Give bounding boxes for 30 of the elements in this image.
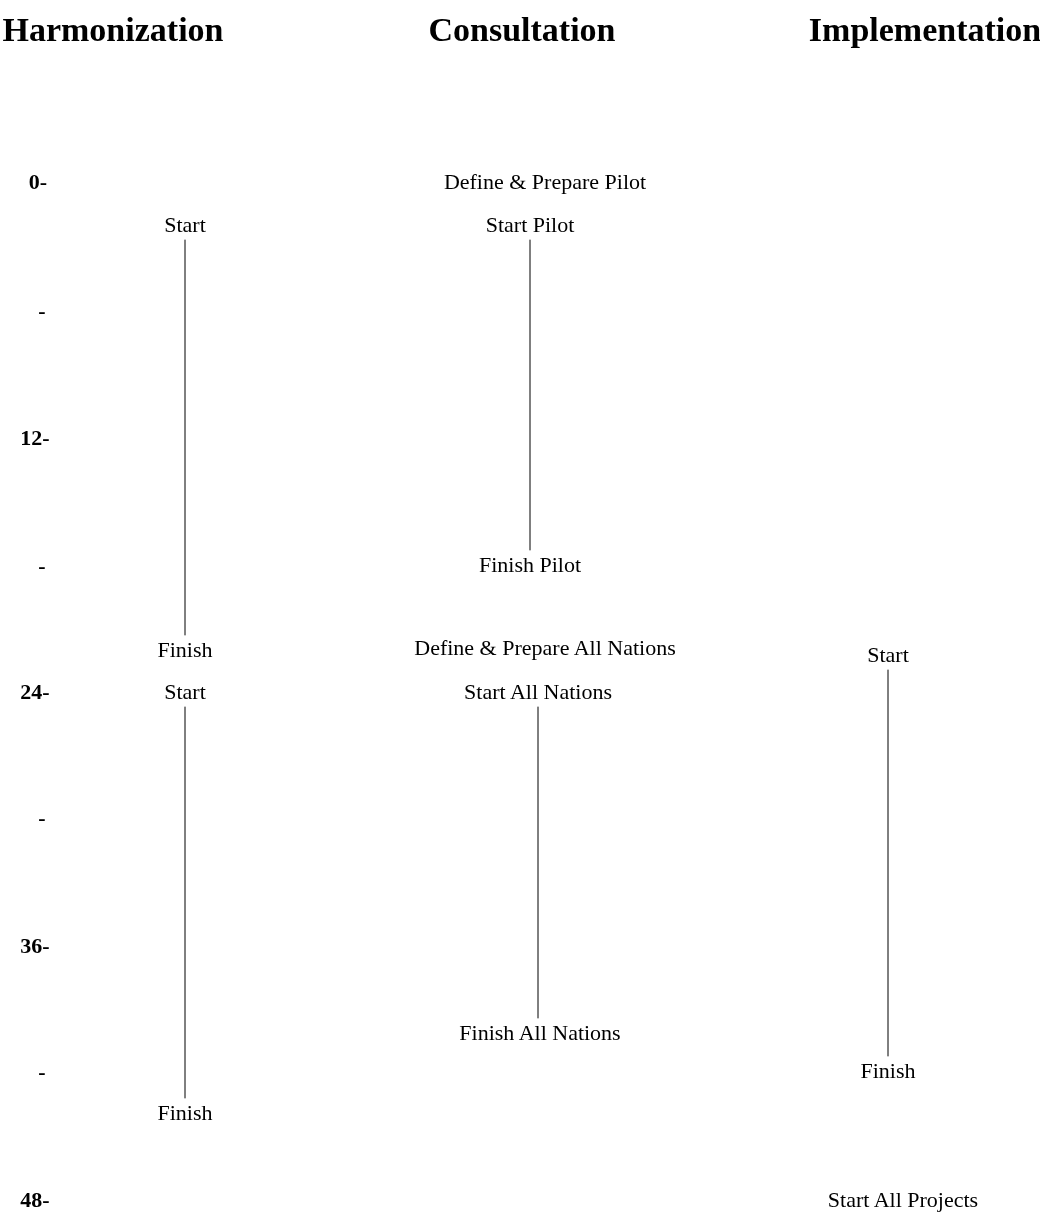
axis-tick-label: 24- xyxy=(20,679,50,705)
milestone-label: Start xyxy=(164,212,206,238)
phase-label: Define & Prepare All Nations xyxy=(414,635,676,661)
milestone-label: Start Pilot xyxy=(485,212,575,238)
axis-tick-label: - xyxy=(38,298,46,324)
connector-line xyxy=(529,239,531,551)
axis-tick-label: 48- xyxy=(20,1187,50,1213)
axis-tick-label: - xyxy=(38,1059,46,1085)
milestone-label: Start All Nations xyxy=(464,679,612,705)
connector-line xyxy=(887,669,889,1057)
axis-tick-label: 12- xyxy=(20,425,50,451)
axis-tick-label: 0- xyxy=(28,169,48,195)
axis-tick-label: - xyxy=(38,805,46,831)
milestone-label: Start xyxy=(867,642,909,668)
connector-line xyxy=(537,706,539,1019)
axis-tick-label: - xyxy=(38,553,46,579)
column-heading: Harmonization xyxy=(2,10,224,50)
milestone-label: Finish xyxy=(860,1058,916,1084)
milestone-label: Finish All Nations xyxy=(459,1020,621,1046)
phase-label: Start All Projects xyxy=(827,1187,979,1213)
milestone-label: Start xyxy=(164,679,206,705)
axis-tick-label: 36- xyxy=(20,933,50,959)
milestone-label: Finish xyxy=(157,1100,213,1126)
connector-line xyxy=(184,706,186,1099)
column-heading: Consultation xyxy=(428,10,616,50)
column-heading: Implementation xyxy=(808,10,1040,50)
connector-line xyxy=(184,239,186,636)
milestone-label: Finish Pilot xyxy=(478,552,582,578)
phase-label: Define & Prepare Pilot xyxy=(443,169,647,195)
milestone-label: Finish xyxy=(157,637,213,663)
